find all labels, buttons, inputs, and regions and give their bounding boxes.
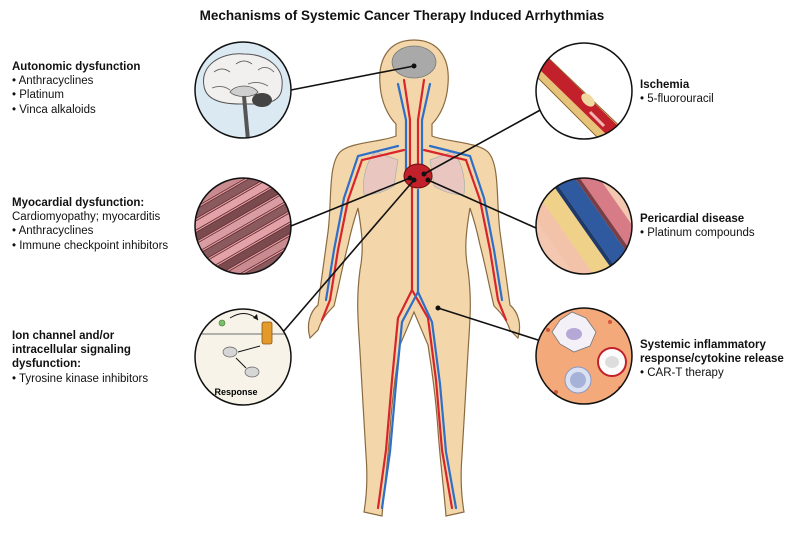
human-body xyxy=(307,39,521,517)
pericardial-item: • Platinum compounds xyxy=(640,227,755,240)
myocardium-inset xyxy=(194,177,292,275)
autonomic-item: • Platinum xyxy=(12,89,64,102)
pericardium-layers-icon xyxy=(536,178,632,274)
pericardial-heading: Pericardial disease xyxy=(640,213,745,225)
arteries xyxy=(320,78,508,510)
ischemia-heading: Ischemia xyxy=(640,79,690,91)
ion-channel-inset: Response xyxy=(194,308,292,406)
connector-ion-channel xyxy=(282,179,415,333)
myocardial-item: • Immune checkpoint inhibitors xyxy=(12,239,169,252)
connector-lines xyxy=(282,65,545,341)
connector-dots xyxy=(407,63,441,311)
ion-channel-item: • Tyrosine kinase inhibitors xyxy=(12,372,149,385)
ischemia-item: • 5-fluorouracil xyxy=(640,93,714,106)
ion-channel-heading-line: intracellular signaling xyxy=(12,344,131,357)
receptor-icon xyxy=(261,321,273,345)
autonomic-item: • Anthracyclines xyxy=(12,75,94,88)
veins xyxy=(324,82,504,510)
pericardial-block: Pericardial disease • Platinum compounds xyxy=(640,212,755,240)
brain-inset xyxy=(194,41,292,139)
ion-channel-heading-line: Ion channel and/or xyxy=(12,330,115,342)
connector-myocardial xyxy=(290,177,411,227)
inflammatory-heading-line: Systemic inflammatory xyxy=(640,339,766,351)
ion-channel-block: Ion channel and/or intracellular signali… xyxy=(12,329,148,386)
vessel-plaque-icon xyxy=(536,49,631,139)
ischemia-block: Ischemia • 5-fluorouracil xyxy=(640,78,714,106)
inflammatory-block: Systemic inflammatory response/cytokine … xyxy=(640,338,784,381)
autonomic-block: Autonomic dysfunction • Anthracyclines •… xyxy=(12,60,140,117)
connector-autonomic xyxy=(290,65,415,91)
myocardial-subheading: Cardiomyopathy; myocarditis xyxy=(12,211,161,224)
ischemia-inset xyxy=(535,42,633,140)
immune-cells-icon xyxy=(546,311,627,394)
connector-inflammatory xyxy=(437,307,539,341)
heart xyxy=(403,163,433,189)
inflammatory-heading-line: response/cytokine release xyxy=(640,353,784,366)
myocardial-item: • Anthracyclines xyxy=(12,225,94,238)
pericardium-inset xyxy=(535,177,633,275)
myocardial-heading: Myocardial dysfunction: xyxy=(12,197,145,209)
body-silhouette xyxy=(307,39,521,517)
muscle-fiber-icon xyxy=(195,178,291,274)
response-label: Response xyxy=(214,387,257,397)
figure-title: Mechanisms of Systemic Cancer Therapy In… xyxy=(199,8,605,23)
connector-ischemia xyxy=(423,107,545,175)
brain-in-head xyxy=(391,45,437,79)
brain-icon xyxy=(203,53,283,105)
connector-pericardial xyxy=(427,179,537,229)
inflammatory-item: • CAR-T therapy xyxy=(640,367,724,380)
autonomic-heading: Autonomic dysfunction xyxy=(12,61,141,73)
left-lung xyxy=(363,151,399,195)
inflammation-inset xyxy=(535,307,633,405)
autonomic-item: • Vinca alkaloids xyxy=(12,103,96,116)
ion-channel-heading-line: dysfunction: xyxy=(12,358,81,371)
myocardial-block: Myocardial dysfunction: Cardiomyopathy; … xyxy=(12,196,168,253)
